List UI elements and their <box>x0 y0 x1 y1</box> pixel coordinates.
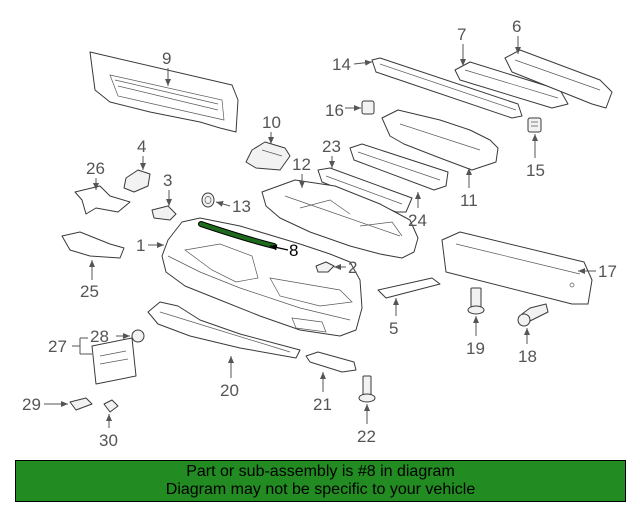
svg-text:15: 15 <box>526 161 545 180</box>
callout-12: 12 <box>292 155 311 188</box>
part-7-bracket <box>454 61 569 109</box>
part-23-vent-frame <box>317 167 413 213</box>
part-19-bolt <box>467 287 485 315</box>
svg-text:27: 27 <box>48 337 67 356</box>
svg-text:30: 30 <box>99 431 118 450</box>
callout-2: 2 <box>334 258 357 277</box>
part-14-energy-absorber <box>371 57 523 119</box>
svg-text:2: 2 <box>348 258 357 277</box>
callout-14: 14 <box>332 55 373 74</box>
callout-9: 9 <box>162 49 171 86</box>
svg-text:25: 25 <box>80 282 99 301</box>
part-12-deflector <box>261 179 419 259</box>
callout-24: 24 <box>408 192 427 230</box>
part-24-grille-frame <box>349 143 449 191</box>
callout-10: 10 <box>262 113 281 144</box>
callout-3: 3 <box>163 171 172 206</box>
part-13-grommet <box>201 192 215 208</box>
svg-text:11: 11 <box>460 191 478 210</box>
svg-text:20: 20 <box>220 381 239 400</box>
part-6-reinforcement <box>504 49 613 109</box>
callout-22: 22 <box>357 404 376 446</box>
svg-text:8: 8 <box>289 241 298 260</box>
part-22-bolt <box>358 375 376 403</box>
svg-text:3: 3 <box>163 171 172 190</box>
banner-line-disclaimer: Diagram may not be specific to your vehi… <box>165 481 476 498</box>
svg-text:1: 1 <box>136 236 145 255</box>
svg-text:19: 19 <box>466 339 485 358</box>
part-27-license-bracket <box>91 329 145 385</box>
part-15-clip <box>527 117 542 133</box>
svg-text:23: 23 <box>322 137 341 156</box>
svg-text:21: 21 <box>313 395 332 414</box>
part-26-bracket <box>74 185 131 215</box>
svg-text:5: 5 <box>389 319 398 338</box>
svg-text:6: 6 <box>512 17 521 36</box>
callout-11: 11 <box>460 168 478 210</box>
callout-29: 29 <box>22 395 68 414</box>
callout-15: 15 <box>526 134 545 180</box>
callout-16: 16 <box>325 101 361 120</box>
callout-19: 19 <box>466 316 485 358</box>
callout-8: 8 <box>269 241 298 260</box>
part-11-shield <box>381 109 499 171</box>
part-25-bracket <box>61 231 125 259</box>
callout-6: 6 <box>512 17 521 54</box>
callout-21: 21 <box>313 372 332 414</box>
part-10-bracket <box>245 141 291 171</box>
svg-text:22: 22 <box>357 427 376 446</box>
callout-28: 28 <box>90 327 130 346</box>
banner-line-part-number: Part or sub-assembly is #8 in diagram <box>186 463 455 480</box>
diagram-notice-banner: Part or sub-assembly is #8 in diagram Di… <box>15 460 626 502</box>
callout-13: 13 <box>215 197 251 216</box>
callout-17: 17 <box>578 262 617 281</box>
callout-30: 30 <box>99 414 118 450</box>
svg-text:14: 14 <box>332 55 351 74</box>
svg-text:13: 13 <box>232 197 251 216</box>
part-2-clip <box>315 261 335 273</box>
part-18-bolt <box>517 303 549 327</box>
part-20-lower-spoiler <box>147 301 301 359</box>
callout-1: 1 <box>136 236 164 255</box>
part-21-trim <box>305 351 357 373</box>
svg-text:10: 10 <box>262 113 281 132</box>
svg-text:28: 28 <box>90 327 109 346</box>
svg-text:4: 4 <box>137 137 146 156</box>
part-8-molding-highlighted <box>198 221 277 249</box>
callout-5: 5 <box>389 298 399 338</box>
part-5-seal-strip <box>377 277 441 299</box>
svg-text:12: 12 <box>292 155 311 174</box>
part-1-bumper-fascia <box>161 217 363 337</box>
part-17-lower-absorber <box>441 231 593 305</box>
callout-20: 20 <box>220 356 239 400</box>
callout-23: 23 <box>322 137 341 168</box>
callout-25: 25 <box>80 260 99 301</box>
svg-text:24: 24 <box>408 211 427 230</box>
part-30-clip <box>103 399 119 413</box>
svg-text:17: 17 <box>598 262 617 281</box>
callout-18: 18 <box>518 328 537 366</box>
callout-4: 4 <box>137 137 146 170</box>
part-29-push-pin <box>69 397 93 411</box>
part-16-clip <box>361 100 375 115</box>
svg-text:26: 26 <box>86 159 105 178</box>
svg-text:18: 18 <box>518 347 537 366</box>
part-4-plug <box>123 169 151 193</box>
svg-text:7: 7 <box>457 25 466 44</box>
svg-text:16: 16 <box>325 101 344 120</box>
part-9-grille-panel <box>89 51 239 133</box>
callout-26: 26 <box>86 159 105 190</box>
callout-7: 7 <box>457 25 466 66</box>
part-3-bracket <box>151 205 177 221</box>
callout-27: 27 <box>48 337 92 356</box>
svg-text:9: 9 <box>162 49 171 68</box>
exploded-parts-diagram: 9 14 7 6 16 10 23 4 26 3 12 13 <box>22 17 617 450</box>
svg-text:29: 29 <box>22 395 41 414</box>
